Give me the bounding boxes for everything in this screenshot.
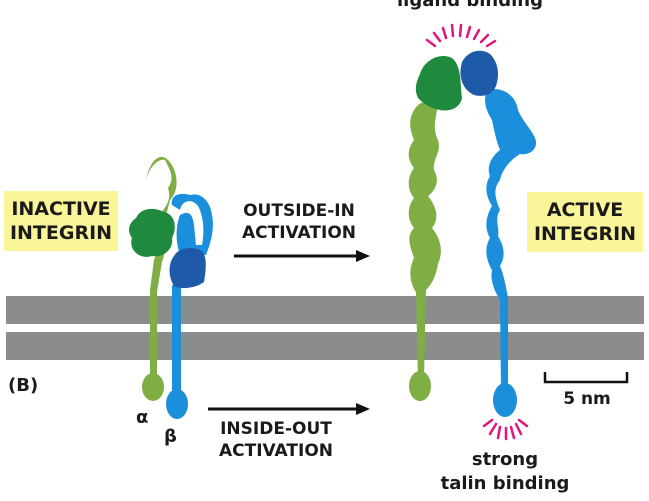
ligand-binding-sparkle-icon <box>425 23 497 48</box>
inactive-beta-tail <box>166 389 188 419</box>
inactive-beta-subunit <box>166 193 213 419</box>
active-beta-subunit <box>485 88 537 417</box>
outside-in-arrow-icon <box>234 250 370 262</box>
inside-out-activation-label: INSIDE-OUT ACTIVATION <box>196 418 356 462</box>
active-label-line2: INTEGRIN <box>533 223 637 245</box>
inactive-alpha-head <box>129 208 175 257</box>
ligand-binding-label: ligand binding <box>397 0 543 11</box>
talin-line1: strong <box>471 449 539 470</box>
active-alpha-head <box>415 55 462 111</box>
membrane-outer-leaflet <box>6 296 644 324</box>
inactive-integrin-label: INACTIVE INTEGRIN <box>4 191 118 251</box>
active-beta-head <box>460 50 498 96</box>
active-label-line1: ACTIVE <box>546 199 624 221</box>
beta-subunit-label: β <box>164 426 177 447</box>
active-beta-tail <box>493 383 517 417</box>
panel-label: (B) <box>8 375 39 396</box>
talin-binding-sparkle-icon <box>482 418 529 441</box>
talin-line2: talin binding <box>440 473 570 494</box>
talin-binding-label: strong talin binding <box>430 448 580 496</box>
outside-in-line2: ACTIVATION <box>242 223 356 243</box>
outside-in-activation-label: OUTSIDE-IN ACTIVATION <box>224 200 374 244</box>
outside-in-line1: OUTSIDE-IN <box>243 201 355 221</box>
membrane-inner-leaflet <box>6 332 644 360</box>
inactive-label-line2: INTEGRIN <box>9 222 113 244</box>
active-integrin-label: ACTIVE INTEGRIN <box>527 192 643 252</box>
active-alpha-subunit <box>408 100 441 401</box>
scale-bar <box>543 372 629 384</box>
scale-bar-label: 5 nm <box>563 389 611 409</box>
inactive-alpha-subunit <box>142 156 177 401</box>
alpha-subunit-label: α <box>136 407 149 428</box>
inactive-label-line1: INACTIVE <box>11 198 111 220</box>
inside-out-arrow-icon <box>208 403 370 415</box>
active-alpha-tail <box>409 371 431 401</box>
inactive-alpha-tail <box>142 373 164 401</box>
inside-out-line1: INSIDE-OUT <box>220 419 332 439</box>
inside-out-line2: ACTIVATION <box>219 441 333 461</box>
inactive-beta-head <box>169 248 206 289</box>
